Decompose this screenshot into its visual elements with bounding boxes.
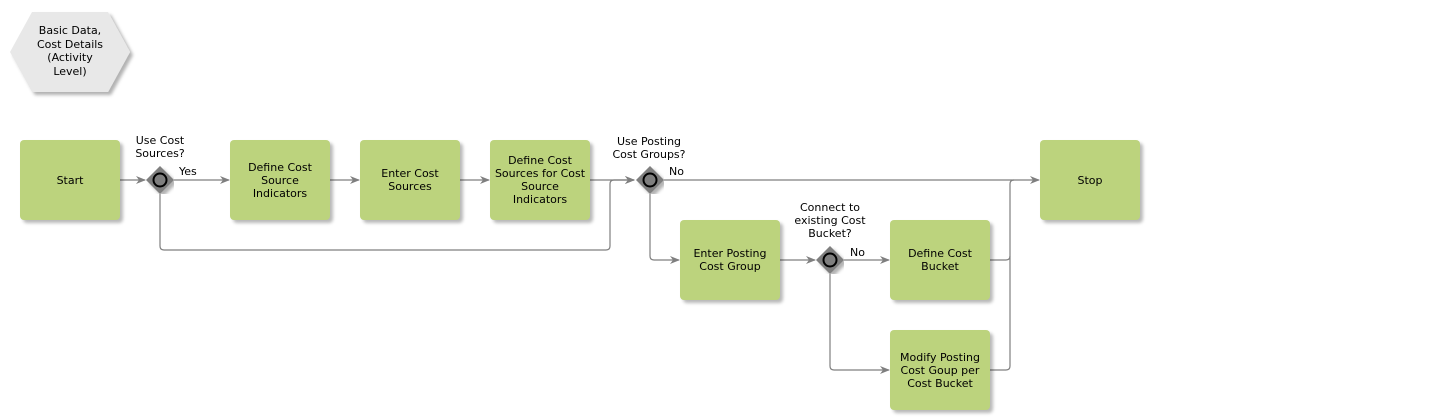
hexagon-shape (10, 12, 130, 92)
activity-modify-posting-cost-group[interactable]: Modify Posting Cost Goup per Cost Bucket (890, 330, 990, 410)
activity-define-cost-sources-for-indicators[interactable]: Define Cost Sources for Cost Source Indi… (490, 140, 590, 220)
gateway-circle-icon (642, 172, 658, 188)
gateway-label-use-posting-cost-groups: Use Posting Cost Groups? (612, 135, 686, 161)
context-label: Basic Data, Cost Details (Activity Level… (36, 24, 104, 78)
activity-define-cost-source-indicators[interactable]: Define Cost Source Indicators (230, 140, 330, 220)
start-event[interactable]: Start (20, 140, 120, 220)
gateway-use-posting-cost-groups[interactable] (636, 166, 664, 194)
edge-gw3-to-modify (829, 274, 890, 374)
edge-label-yes: Yes (179, 165, 197, 178)
gateway-circle-icon (822, 252, 838, 268)
edge-modify-to-stop (990, 256, 1011, 371)
gateway-use-cost-sources[interactable] (146, 166, 174, 194)
gateway-label-connect-existing-bucket: Connect to existing Cost Bucket? (794, 201, 866, 240)
edge-gw1-no-bypass (159, 176, 635, 251)
edge-label-no-bucket: No (850, 246, 865, 259)
edge-gw2-to-posting (649, 194, 680, 264)
activity-define-cost-bucket[interactable]: Define Cost Bucket (890, 220, 990, 300)
context-hexagon: Basic Data, Cost Details (Activity Level… (10, 10, 130, 92)
gateway-circle-icon (152, 172, 168, 188)
edge-bucket-to-stop (990, 179, 1015, 261)
activity-enter-cost-sources[interactable]: Enter Cost Sources (360, 140, 460, 220)
gateway-connect-existing-bucket[interactable] (816, 246, 844, 274)
stop-event[interactable]: Stop (1040, 140, 1140, 220)
gateway-label-use-cost-sources: Use Cost Sources? (135, 134, 185, 160)
edge-label-no-posting: No (669, 165, 684, 178)
activity-enter-posting-cost-group[interactable]: Enter Posting Cost Group (680, 220, 780, 300)
